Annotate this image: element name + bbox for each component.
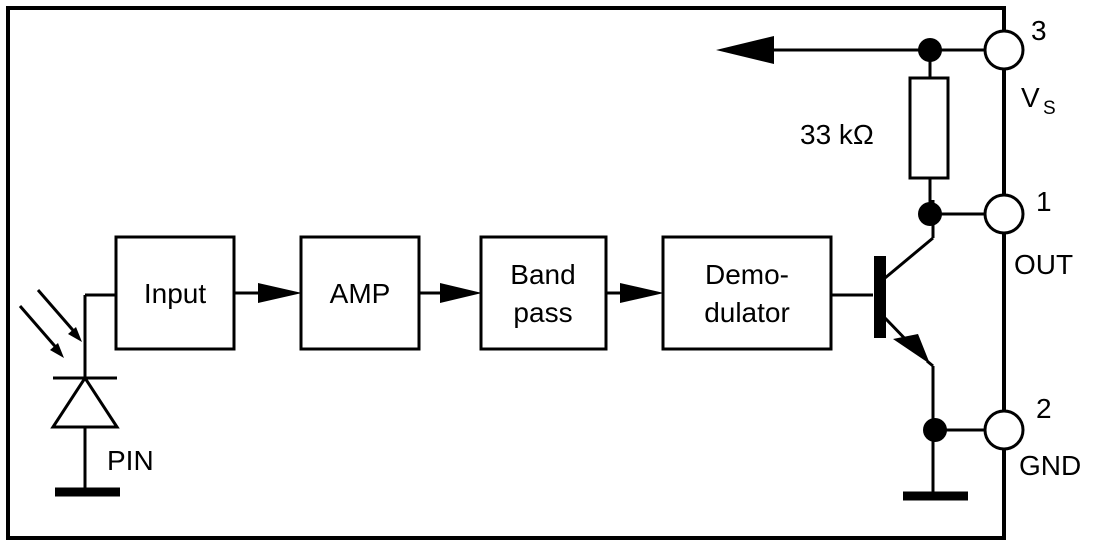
signal-arrow-1 [234, 283, 302, 303]
demodulator-label-line1: Demo- [705, 259, 789, 290]
photodiode-label: PIN [107, 445, 154, 476]
resistor-value-label: 33 kΩ [800, 119, 874, 150]
pin-number-2: 2 [1036, 393, 1052, 424]
signal-arrow-3 [606, 283, 664, 303]
pin-number-1: 1 [1036, 186, 1052, 217]
demodulator-block [661, 235, 833, 351]
demodulator-label-line2: dulator [704, 297, 790, 328]
bandpass-label-line1: Band [510, 259, 575, 290]
photodiode [50, 295, 120, 497]
pin-label-out: OUT [1014, 249, 1073, 280]
pin-label-vs: V [1021, 82, 1040, 113]
input-block [114, 235, 236, 351]
amp-block-label: AMP [330, 278, 391, 309]
amp-block [299, 235, 421, 351]
pin-terminal-gnd [983, 409, 1025, 451]
supply-arrow-icon [716, 36, 774, 64]
npn-transistor [874, 236, 934, 368]
transistor-collector [884, 236, 934, 280]
signal-arrow-2 [419, 283, 482, 303]
pin-terminal-vs [983, 29, 1025, 71]
package-outline [6, 6, 1006, 540]
bandpass-block [479, 235, 608, 351]
pin-number-3: 3 [1031, 15, 1047, 46]
emitter-arrow [893, 334, 930, 364]
light-arrows-icon [18, 289, 82, 358]
pin-label-gnd: GND [1019, 450, 1081, 481]
pin-terminal-out [983, 193, 1025, 235]
pin-label-vs-subscript: S [1043, 98, 1056, 119]
input-block-label: Input [144, 278, 206, 309]
bandpass-label-line2: pass [513, 297, 572, 328]
pullup-resistor [908, 76, 950, 180]
